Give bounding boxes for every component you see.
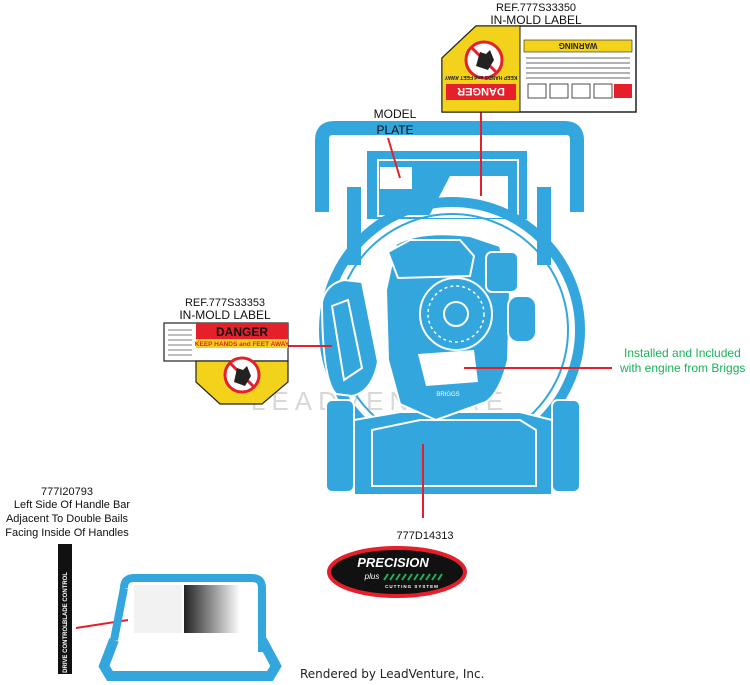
handle-bail-white: [134, 585, 182, 633]
top-label-danger-text: DANGER: [457, 85, 505, 97]
side-chute: [321, 278, 380, 398]
top-label-danger-band: [446, 84, 516, 100]
engine-note-line1: Installed and Included: [624, 346, 741, 360]
top-label-name: IN-MOLD LABEL: [490, 13, 582, 27]
front-housing: [353, 411, 553, 496]
footer-credit: Rendered by LeadVenture, Inc.: [300, 667, 485, 681]
left-label-danger-text: DANGER: [216, 325, 268, 339]
upper-handle-bail: [315, 121, 584, 212]
recoil-hub: [443, 301, 469, 327]
warning-band: [523, 39, 633, 53]
side-chute-detail: [330, 298, 364, 382]
warning-text: WARNING: [559, 41, 598, 50]
left-label-danger-band: [196, 323, 288, 339]
precision-logo-label: PRECISION plus CUTTING SYSTEM: [327, 546, 467, 598]
logo-tag-text: CUTTING SYSTEM: [385, 584, 439, 589]
left-label-subline-band: [196, 339, 288, 348]
engine-shroud: [386, 239, 476, 280]
drive-control-text: DRIVE CONTROL: [63, 623, 69, 673]
handle-bail-gradient: [184, 585, 240, 633]
handle-base-bar: [98, 637, 282, 681]
handle-label-part: 777I20793: [41, 486, 93, 498]
air-filter: [507, 295, 537, 343]
handle-left-upright: [110, 587, 128, 641]
model-plate-line2: PLATE: [376, 123, 414, 137]
pictogram-3: [571, 83, 591, 99]
left-label-name: IN-MOLD LABEL: [179, 308, 271, 322]
leader-lines: [75, 112, 612, 629]
left-label-hand-icon: [234, 366, 251, 386]
logo-part-number: 777D14313: [396, 530, 454, 542]
left-label-subline: KEEP HANDS and FEET AWAY: [195, 341, 290, 348]
engine-note-line2: with engine from Briggs: [620, 361, 746, 375]
engine-label-spot: [418, 350, 478, 386]
leader-model-plate: [387, 137, 401, 179]
rear-right-wheel: [551, 399, 581, 493]
recoil-starter-vents: [427, 285, 485, 343]
pictogram-5: [614, 84, 632, 98]
handle-label-line3: Facing Inside Of Handles: [5, 527, 129, 539]
pictogram-4: [593, 83, 613, 99]
top-in-mold-label: DANGER KEEP HANDS and FEET AWAY WARNING: [441, 25, 637, 113]
left-label-fine-print: [168, 329, 192, 356]
left-in-mold-label: DANGER KEEP HANDS and FEET AWAY: [163, 322, 290, 405]
handle-label-line1: Left Side Of Handle Bar: [13, 499, 131, 511]
fuel-tank: [485, 251, 519, 293]
handle-diagram: BLADE CONTROL DRIVE CONTROL: [58, 544, 282, 681]
handle-label-line2: Adjacent To Double Bails: [5, 513, 129, 525]
front-housing-inset: [371, 419, 537, 487]
hand-icon: [476, 50, 494, 70]
rear-left-wheel: [325, 399, 355, 493]
pictogram-1: [527, 83, 547, 99]
warning-fine-print: [526, 57, 630, 79]
control-strip: [58, 544, 72, 674]
engine-brand-mark: BRIGGS: [436, 392, 459, 398]
logo-green-stripes: [383, 573, 443, 581]
logo-sub-text: plus: [364, 572, 380, 581]
model-plate-spot: [380, 167, 412, 189]
top-label-subline: KEEP HANDS and FEET AWAY: [444, 74, 517, 80]
handle-bail-outer: [120, 574, 266, 652]
logo-brand-text: PRECISION: [357, 555, 429, 570]
top-label-ref: REF.777S33350: [495, 2, 577, 14]
logo-oval: [327, 546, 467, 598]
model-plate-line1: MODEL: [373, 107, 417, 121]
mower-body: BRIGGS: [315, 121, 585, 496]
recoil-starter: [419, 277, 493, 351]
blade-control-text: BLADE CONTROL: [63, 572, 69, 624]
left-label-ref: REF.777S33353: [184, 297, 266, 309]
pictogram-2: [549, 83, 569, 99]
